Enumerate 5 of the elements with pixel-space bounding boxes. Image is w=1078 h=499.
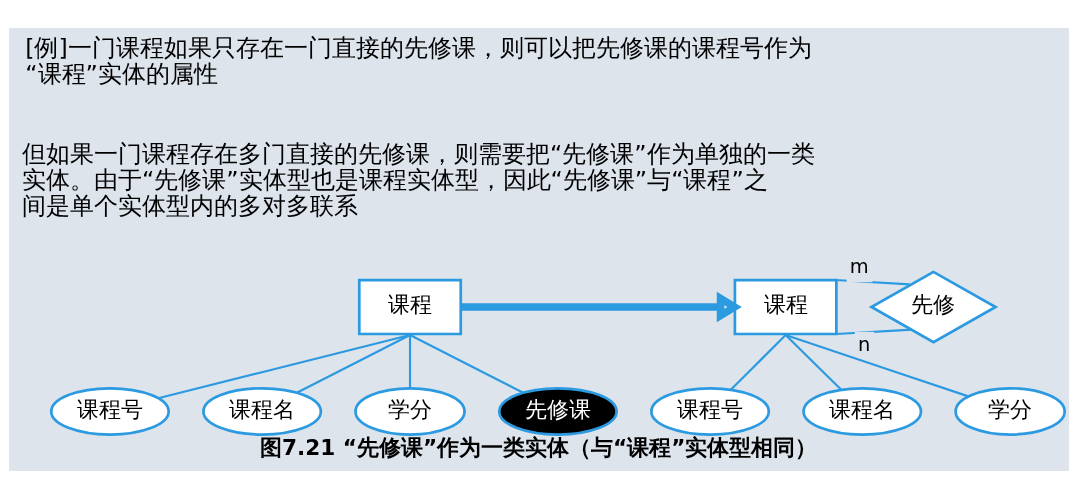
edge-label: n	[857, 332, 871, 356]
label: [例]一门课程如果只存在一门直接的先修课，则可以把先修课的课程号作为“课程”实体的属性	[25, 33, 812, 88]
edge-label: m	[849, 254, 869, 278]
caption: 图7.21 “先修课”作为一类实体（与“课程”实体型相同）	[259, 434, 818, 460]
label: 但如果一门课程存在多门直接的先修课，则需要把“先修课”作为单独的一类实体。由于“先修课”实体型也是课程实体型，因此“先修课”与“课程”之间是单个实体型内的多对多联系	[21, 140, 815, 221]
